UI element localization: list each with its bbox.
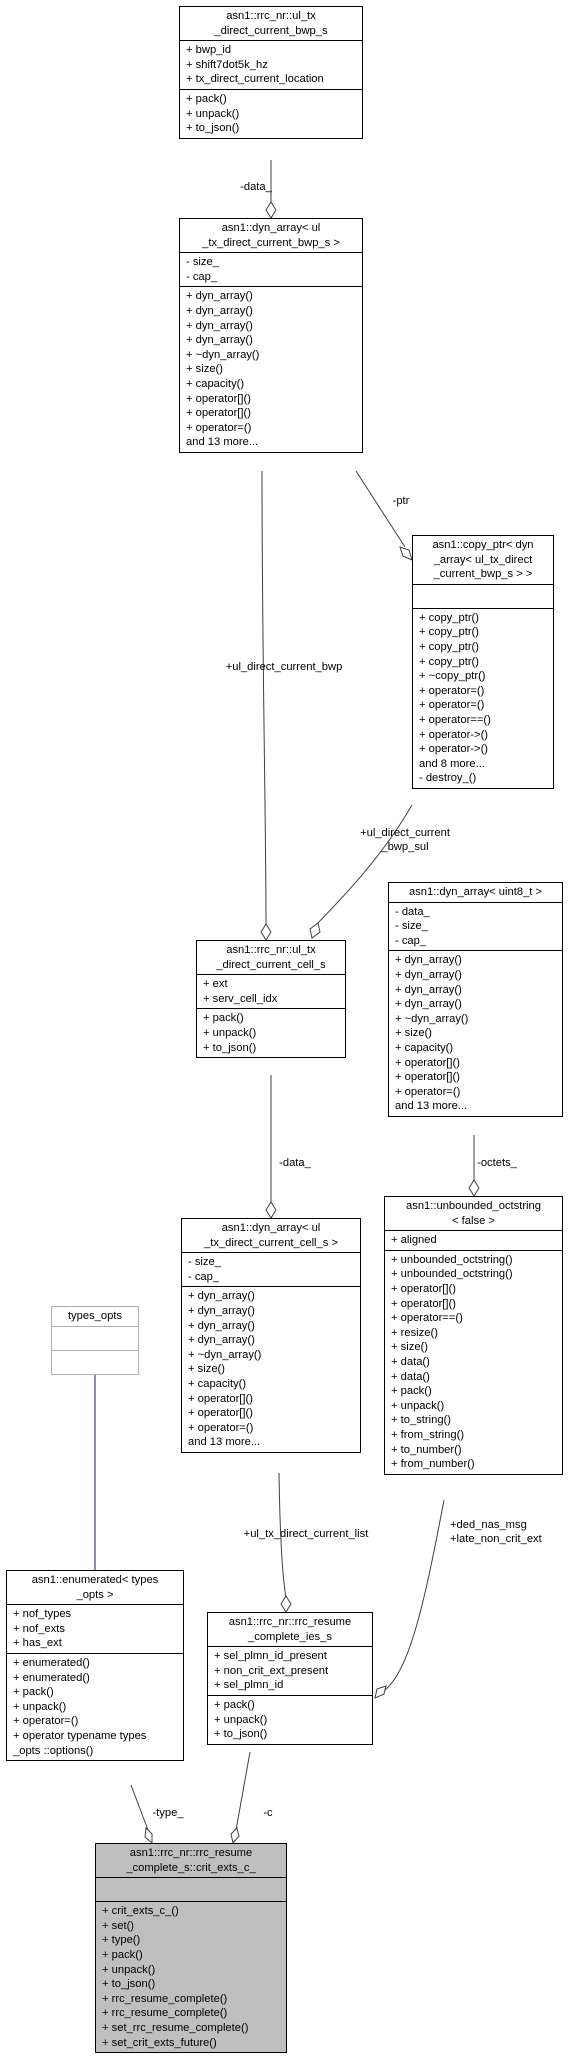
diamond-crit-1 [144, 1826, 153, 1845]
edge-cell-list [278, 1472, 287, 1599]
diamond-unbounded [468, 1179, 480, 1197]
operations: + copy_ptr()+ copy_ptr()+ copy_ptr()+ co… [413, 607, 553, 788]
class-title: asn1::dyn_array< ul_tx_direct_current_ce… [203, 1222, 338, 1249]
diamond-resume-2 [280, 1595, 292, 1613]
label-octets: -octets_ [477, 1157, 517, 1169]
attributes: - data_- size_- cap_ [389, 901, 562, 951]
class-title: asn1::dyn_array< uint8_t > [408, 886, 543, 898]
label-ptr: -ptr [392, 495, 410, 507]
class-crit-exts[interactable]: asn1::rrc_nr::rrc_resume_complete_s::cri… [95, 1843, 287, 2054]
diamond-cell-1 [260, 923, 272, 941]
operations: + pack()+ unpack()+ to_json() [180, 88, 362, 138]
diamond-resume-1 [374, 1685, 387, 1699]
class-dyn-array-uint8[interactable]: asn1::dyn_array< uint8_t > - data_- size… [388, 882, 563, 1117]
class-title: types_opts [67, 1310, 123, 1322]
operations: + dyn_array()+ dyn_array()+ dyn_array()+… [389, 950, 562, 1116]
operations: + enumerated()+ enumerated()+ pack()+ un… [7, 1652, 183, 1760]
class-title: asn1::enumerated< types_opts > [31, 1574, 159, 1601]
attributes: + aligned [385, 1230, 562, 1250]
attributes [96, 1877, 286, 1901]
label-data-1: -data_ [240, 181, 272, 193]
operations: + pack()+ unpack()+ to_json() [208, 1694, 372, 1744]
attributes [413, 583, 553, 608]
label-data-2: -data_ [279, 1157, 311, 1169]
edge-type [130, 1784, 149, 1831]
operations: + dyn_array()+ dyn_array()+ dyn_array()+… [182, 1286, 360, 1452]
class-dyn-array-bwp[interactable]: asn1::dyn_array< ul_tx_direct_current_bw… [179, 218, 363, 453]
operations: + dyn_array()+ dyn_array()+ dyn_array()+… [180, 286, 362, 452]
edge-bwp-sul [315, 804, 413, 926]
attributes: - size_- cap_ [182, 1252, 360, 1286]
class-title: asn1::rrc_nr::rrc_resume_complete_ies_s [228, 1616, 352, 1643]
diamond-dyn-cell [265, 1201, 277, 1219]
edge-ptr [355, 470, 406, 548]
class-title: asn1::rrc_nr::rrc_resume_complete_s::cri… [126, 1847, 256, 1874]
class-copy-ptr[interactable]: asn1::copy_ptr< dyn_array< ul_tx_direct_… [412, 535, 554, 789]
class-title: asn1::dyn_array< ul_tx_direct_current_bw… [202, 222, 340, 249]
edge-c [235, 1751, 251, 1831]
class-types-opts[interactable]: types_opts [51, 1306, 139, 1375]
label-type: -type_ [152, 1807, 184, 1819]
operations [52, 1349, 138, 1374]
class-unbounded-octstring[interactable]: asn1::unbounded_octstring< false > + ali… [384, 1196, 563, 1475]
class-title: asn1::rrc_nr::ul_tx_direct_current_cell_… [216, 944, 326, 971]
class-cell-s[interactable]: asn1::rrc_nr::ul_tx_direct_current_cell_… [196, 940, 346, 1059]
attributes: + ext+ serv_cell_idx [197, 974, 345, 1008]
class-resume-complete-ies[interactable]: asn1::rrc_nr::rrc_resume_complete_ies_s … [207, 1612, 373, 1745]
attributes [52, 1325, 138, 1350]
class-bwp-s[interactable]: asn1::rrc_nr::ul_tx_direct_current_bwp_s… [179, 6, 363, 139]
operations: + unbounded_octstring()+ unbounded_octst… [385, 1249, 562, 1474]
class-dyn-array-cell[interactable]: asn1::dyn_array< ul_tx_direct_current_ce… [181, 1218, 361, 1453]
operations: + pack()+ unpack()+ to_json() [197, 1008, 345, 1057]
label-cell-list: +ul_tx_direct_current_list [243, 1528, 369, 1540]
class-enumerated[interactable]: asn1::enumerated< types_opts > + nof_typ… [6, 1570, 184, 1762]
class-title: asn1::rrc_nr::ul_tx_direct_current_bwp_s [214, 10, 328, 37]
edge-ul-direct-current-bwp [261, 470, 267, 926]
attributes: + nof_types+ nof_exts+ has_ext [7, 1604, 183, 1653]
diamond-copy-ptr [399, 546, 413, 561]
operations: + crit_exts_c_()+ set()+ type()+ pack()+… [96, 1901, 286, 2052]
diamond-cell-2 [309, 922, 321, 939]
attributes: + bwp_id+ shift7dot5k_hz+ tx_direct_curr… [180, 40, 362, 89]
class-title: asn1::unbounded_octstring< false > [406, 1200, 541, 1227]
label-bwp-sul: +ul_direct_current _bwp_sul [360, 827, 450, 853]
label-ul-direct-current-bwp: +ul_direct_current_bwp [225, 661, 343, 673]
attributes: + sel_plmn_id_present+ non_crit_ext_pres… [208, 1646, 372, 1695]
label-ded-nas: +ded_nas_msg +late_non_crit_ext [450, 1519, 542, 1545]
class-title: asn1::copy_ptr< dyn_array< ul_tx_direct_… [432, 539, 534, 581]
label-c: -c [263, 1807, 273, 1819]
attributes: - size_- cap_ [180, 252, 362, 286]
edge-ded-nas [384, 1499, 445, 1691]
diamond-dyn-bwp [265, 201, 277, 219]
diamond-crit-2 [230, 1827, 240, 1845]
